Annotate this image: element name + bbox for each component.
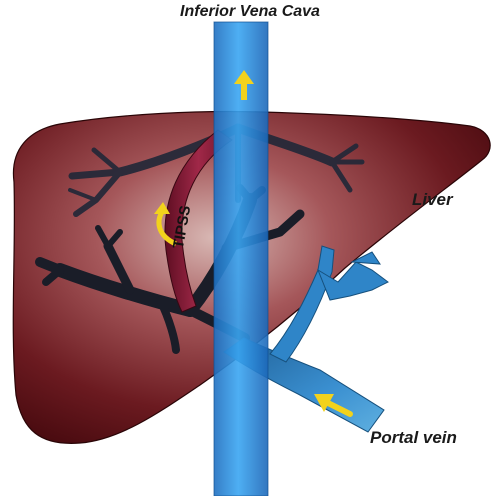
ivc-vessel [214,22,268,496]
liver-label: Liver [412,190,453,209]
tipss-shunt [164,129,233,313]
ivc-label: Inferior Vena Cava [180,3,320,20]
flow-arrow-up-icon [234,70,254,100]
flow-arrow-curved-icon [154,202,178,247]
portal-vein-label: Portal vein [370,428,457,447]
flow-arrow-diagonal-icon [314,394,353,417]
